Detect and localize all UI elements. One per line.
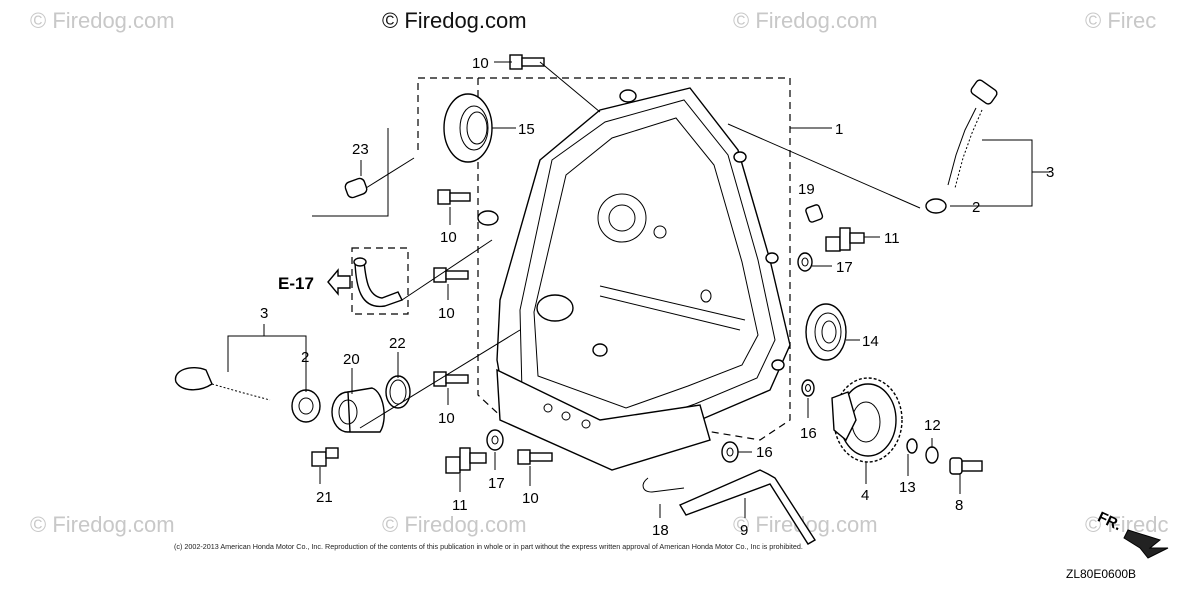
oil-seal xyxy=(443,93,493,163)
callout-11-lower: 11 xyxy=(452,497,468,514)
callout-20: 20 xyxy=(343,351,360,368)
washer-16-lower xyxy=(721,441,739,463)
callout-16-lower: 16 xyxy=(756,444,773,461)
callout-21: 21 xyxy=(316,489,333,506)
dowel-pin-19 xyxy=(805,204,824,223)
flange-bolt-left-upper xyxy=(437,189,471,205)
oil-filler-neck xyxy=(331,387,385,433)
flange-bolt-21 xyxy=(311,447,339,467)
callout-2-lower: 2 xyxy=(301,349,309,366)
callout-1: 1 xyxy=(835,121,843,138)
watermark-top-left: © Firedog.com xyxy=(30,8,175,33)
callout-17-right: 17 xyxy=(836,259,853,276)
leader-lines xyxy=(227,61,1050,518)
callout-10-left-upper: 10 xyxy=(440,229,457,246)
callout-17-lower: 17 xyxy=(488,475,505,492)
flange-bolt-11-lower xyxy=(445,447,487,474)
callout-10-left-low: 10 xyxy=(438,410,455,427)
oil-filler-cap-upper xyxy=(947,79,998,189)
watermark-top-edge: © Firec xyxy=(1085,8,1156,33)
oil-filler-cap-lower xyxy=(174,366,271,401)
flange-bolt-11-right xyxy=(825,227,865,252)
callout-3-lower: 3 xyxy=(260,305,268,322)
callout-4: 4 xyxy=(861,487,869,504)
callout-22: 22 xyxy=(389,335,406,352)
callout-10-left-mid: 10 xyxy=(438,305,455,322)
watermark-bottom-left: © Firedog.com xyxy=(30,512,175,537)
washer-16-upper xyxy=(801,379,815,397)
diagram-code: ZL80E0600B xyxy=(1066,567,1136,581)
watermark-bottom-center: © Firedog.com xyxy=(382,512,527,537)
hose-detail-box xyxy=(351,247,409,315)
governor-gear xyxy=(831,377,903,463)
callout-23: 23 xyxy=(352,141,369,158)
callout-15: 15 xyxy=(518,121,535,138)
cotter-pin xyxy=(642,477,685,493)
callout-9: 9 xyxy=(740,522,748,539)
callout-16-upper: 16 xyxy=(800,425,817,442)
part-23-bracket xyxy=(312,128,389,217)
ball-bearing xyxy=(805,303,847,361)
governor-arm xyxy=(678,469,816,545)
callout-13: 13 xyxy=(899,479,916,496)
callout-3-upper: 3 xyxy=(1046,164,1054,181)
callout-19: 19 xyxy=(798,181,815,198)
o-ring-lower xyxy=(291,389,321,423)
reference-label: E-17 xyxy=(278,274,314,293)
washer-13 xyxy=(906,438,918,454)
crankcase-cover xyxy=(477,87,791,471)
governor-shaft-8 xyxy=(949,457,983,475)
callout-2-upper: 2 xyxy=(972,199,980,216)
watermark-top-right: © Firedog.com xyxy=(733,8,878,33)
flange-bolt-bottom xyxy=(517,449,553,465)
breather-hose xyxy=(354,261,403,308)
callout-8: 8 xyxy=(955,497,963,514)
callout-12: 12 xyxy=(924,417,941,434)
callout-18: 18 xyxy=(652,522,669,539)
callout-11-right: 11 xyxy=(884,230,900,247)
dowel-pin-23 xyxy=(344,177,368,199)
reference-arrow-icon xyxy=(327,268,351,296)
callout-10-bottom: 10 xyxy=(522,490,539,507)
callout-10-top: 10 xyxy=(472,55,489,72)
washer-17-right xyxy=(797,252,813,272)
copyright-notice: (c) 2002-2013 American Honda Motor Co., … xyxy=(174,542,803,551)
callout-14: 14 xyxy=(862,333,879,350)
watermark-top-center: © Firedog.com xyxy=(382,8,527,33)
clip-12 xyxy=(925,446,939,464)
o-ring-upper xyxy=(925,198,947,214)
assembly-boundary-right xyxy=(478,77,791,441)
flange-bolt-top xyxy=(509,54,545,70)
washer-17-lower xyxy=(486,429,504,451)
